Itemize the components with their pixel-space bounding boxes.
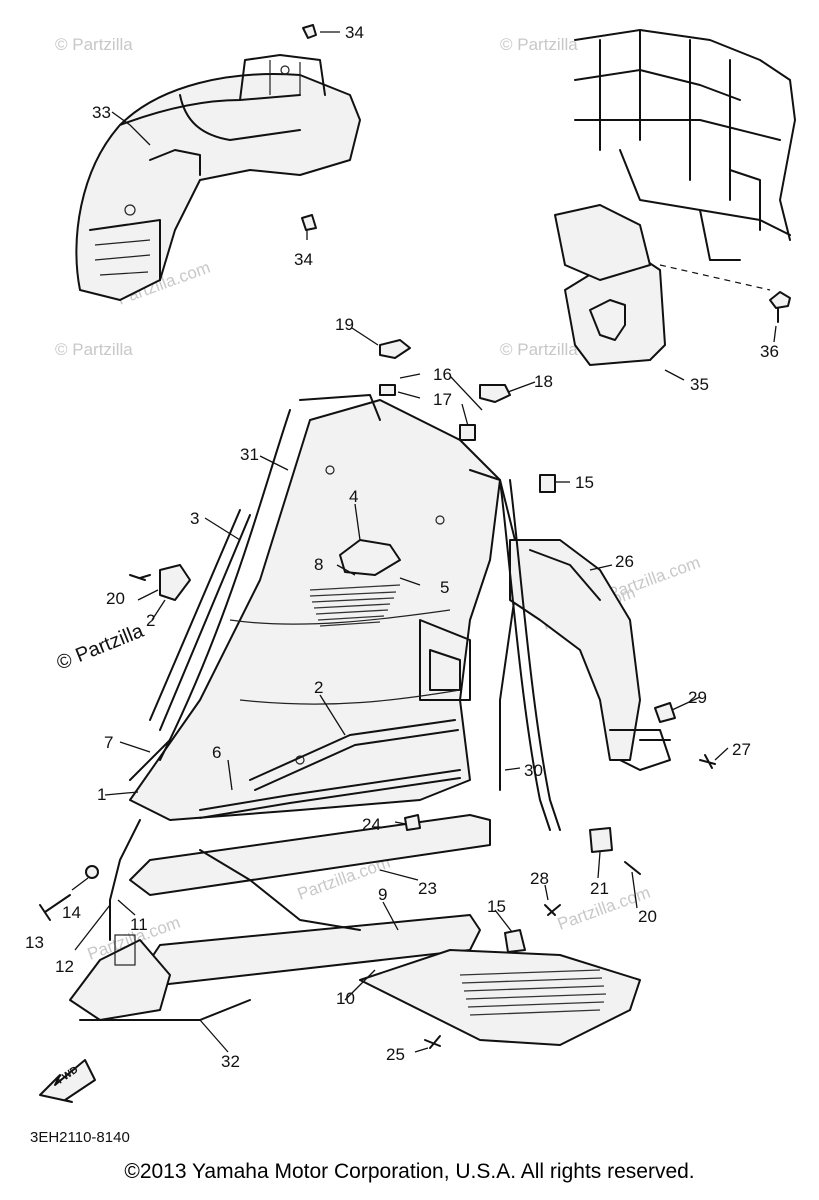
lower-panels	[69, 814, 641, 1046]
callout-8: 8	[314, 555, 323, 574]
callout-23: 23	[418, 879, 437, 898]
callout-20: 20	[638, 907, 657, 926]
watermark: © Partzilla	[500, 35, 578, 54]
leader-lines	[71, 31, 777, 1053]
callout-35: 35	[690, 375, 709, 394]
callout-33: 33	[92, 103, 111, 122]
callout-30: 30	[524, 761, 543, 780]
watermark-main: © Partzilla	[54, 620, 148, 675]
frame-bracket	[554, 29, 796, 366]
callout-12: 12	[55, 957, 74, 976]
callout-3: 3	[190, 509, 199, 528]
rear-fender	[75, 54, 361, 301]
callout-34: 34	[294, 250, 313, 269]
callout-14: 14	[62, 903, 81, 922]
callout-27: 27	[732, 740, 751, 759]
leg-shield	[129, 394, 521, 821]
callout-13: 13	[25, 933, 44, 952]
watermark: © Partzilla	[55, 35, 133, 54]
diagram-reference-code: 3EH2110-8140	[30, 1129, 130, 1146]
callout-labels: 1 2 2 3 4 5 6 7 8 9 10 11 12 13 14 15 15…	[25, 23, 779, 1071]
callout-32: 32	[221, 1052, 240, 1071]
fwd-arrow-icon: FWD	[39, 1059, 96, 1103]
callout-26: 26	[615, 552, 634, 571]
callout-15: 15	[575, 473, 594, 492]
callout-21: 21	[590, 879, 609, 898]
callout-16: 16	[433, 365, 452, 384]
fasteners	[39, 24, 716, 1049]
callout-2: 2	[314, 678, 323, 697]
callout-9: 9	[378, 885, 387, 904]
callout-24: 24	[362, 815, 381, 834]
callout-1: 1	[97, 785, 106, 804]
inner-fender	[509, 539, 671, 771]
trim-strips	[129, 509, 461, 819]
callout-20: 20	[106, 589, 125, 608]
callout-15: 15	[487, 897, 506, 916]
callout-34: 34	[345, 23, 364, 42]
callout-36: 36	[760, 342, 779, 361]
callout-17: 17	[433, 390, 452, 409]
watermark: © Partzilla	[55, 340, 133, 359]
callout-18: 18	[534, 372, 553, 391]
callout-10: 10	[336, 989, 355, 1008]
callout-29: 29	[688, 688, 707, 707]
side-strip	[499, 479, 561, 831]
callout-4: 4	[349, 487, 358, 506]
callout-6: 6	[212, 743, 221, 762]
callout-19: 19	[335, 315, 354, 334]
callout-25: 25	[386, 1045, 405, 1064]
callout-28: 28	[530, 869, 549, 888]
copyright-notice: ©2013 Yamaha Motor Corporation, U.S.A. A…	[124, 1160, 695, 1183]
callout-2: 2	[146, 611, 155, 630]
callout-31: 31	[240, 445, 259, 464]
callout-7: 7	[104, 733, 113, 752]
callout-5: 5	[440, 578, 449, 597]
watermark: © Partzilla	[500, 340, 578, 359]
emblem	[309, 539, 401, 627]
callout-11: 11	[130, 915, 148, 934]
